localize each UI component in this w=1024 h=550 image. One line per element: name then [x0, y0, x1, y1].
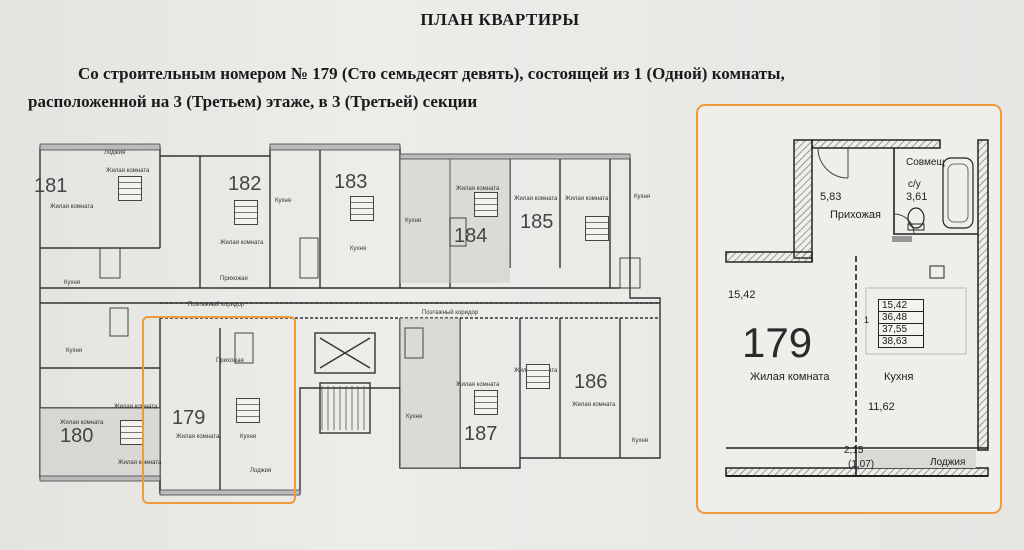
room-label: Жилая комната: [176, 434, 220, 440]
description-line-1: Со строительным номером № 179 (Сто семьд…: [78, 64, 785, 83]
mini-area-table: [474, 192, 498, 217]
room-label: Кухня: [405, 218, 422, 224]
bath-label: Совмещ: [906, 157, 945, 168]
summary-living-total: 36,48: [879, 312, 923, 324]
mini-area-table: [118, 176, 142, 201]
mini-area-table: [234, 200, 258, 225]
kitchen-area: 11,62: [868, 401, 895, 413]
room-label: Жилая комната: [50, 204, 94, 210]
apartment-number: 187: [464, 423, 498, 445]
mini-area-table: [236, 398, 260, 423]
apartment-number: 181: [34, 175, 68, 197]
loggia-area: 2,15: [844, 445, 864, 456]
room-label: Прихожая: [216, 358, 244, 364]
mini-area-table: [585, 216, 609, 241]
room-count: 1: [864, 315, 870, 325]
unit-179-highlight: [142, 316, 296, 504]
hall-label: Прихожая: [830, 209, 881, 221]
apartment-number: 184: [454, 225, 488, 247]
room-label: Жилая комната: [514, 196, 558, 202]
room-label: Кухня: [406, 414, 423, 420]
room-label: Кухня: [275, 198, 292, 204]
room-label: Кухня: [240, 434, 257, 440]
room-label: Жилая комната: [565, 196, 609, 202]
document-description: Со строительным номером № 179 (Сто семьд…: [28, 60, 1018, 116]
room-label: Лоджия: [104, 150, 126, 156]
room-label: Жилая комната: [118, 460, 162, 466]
floor-plan-drawing: [39, 143, 661, 496]
mini-area-table: [526, 364, 550, 389]
room-label: Жилая комната: [220, 240, 264, 246]
living-label: Жилая комната: [750, 371, 830, 383]
apartment-number: 186: [574, 371, 608, 393]
unit-plan-detail: 5,83 Прихожая Совмещ с/у 3,61 15,42 179 …: [696, 104, 1002, 514]
apartment-number: 182: [228, 173, 262, 195]
room-label: Жилая комната: [572, 402, 616, 408]
mini-area-table: [120, 420, 144, 445]
floor-plan: 181 182 183 184 185 186 187 179 180 Жила…: [20, 138, 680, 513]
summary-living-area: 15,42: [879, 300, 923, 312]
mini-area-table: [350, 196, 374, 221]
apartment-number: 185: [520, 211, 554, 233]
mini-area-table: [474, 390, 498, 415]
room-label: Кухня: [632, 438, 649, 444]
room-label: Прихожая: [220, 276, 248, 282]
description-line-2: расположенной на 3 (Третьем) этаже, в 3 …: [28, 92, 478, 111]
room-label: Поэтажный коридор: [188, 302, 245, 308]
room-label: Лоджия: [250, 468, 272, 474]
room-label: Кухня: [350, 246, 367, 252]
living-area: 15,42: [728, 289, 756, 301]
document-title: ПЛАН КВАРТИРЫ: [420, 10, 580, 29]
room-label: Жилая комната: [456, 382, 500, 388]
room-label: Кухня: [634, 194, 651, 200]
room-label: Жилая комната: [60, 420, 104, 426]
apartment-number: 183: [334, 171, 368, 193]
unit-plan-drawing: [725, 139, 989, 477]
room-label: Жилая комната: [114, 404, 158, 410]
summary-total-area: 37,55: [879, 324, 923, 336]
summary-total-with-loggia: 38,63: [882, 336, 908, 347]
apartment-number: 180: [60, 425, 94, 447]
apartment-number: 179: [172, 407, 206, 429]
bath-area: 3,61: [906, 191, 928, 203]
bath-code: с/у: [908, 179, 921, 190]
room-label: Жилая комната: [106, 168, 150, 174]
loggia-reduced-area: (1,07): [848, 459, 875, 470]
unit-area-summary-table: 15,42 36,48 37,55 38,63: [878, 299, 924, 348]
kitchen-label: Кухня: [884, 371, 914, 383]
room-label: Жилая комната: [456, 186, 500, 192]
room-label: Кухня: [64, 280, 81, 286]
hall-area: 5,83: [820, 191, 842, 203]
room-label: Поэтажный коридор: [422, 310, 479, 316]
room-label: Кухня: [66, 348, 83, 354]
loggia-label: Лоджия: [930, 457, 966, 468]
unit-number: 179: [742, 319, 813, 366]
